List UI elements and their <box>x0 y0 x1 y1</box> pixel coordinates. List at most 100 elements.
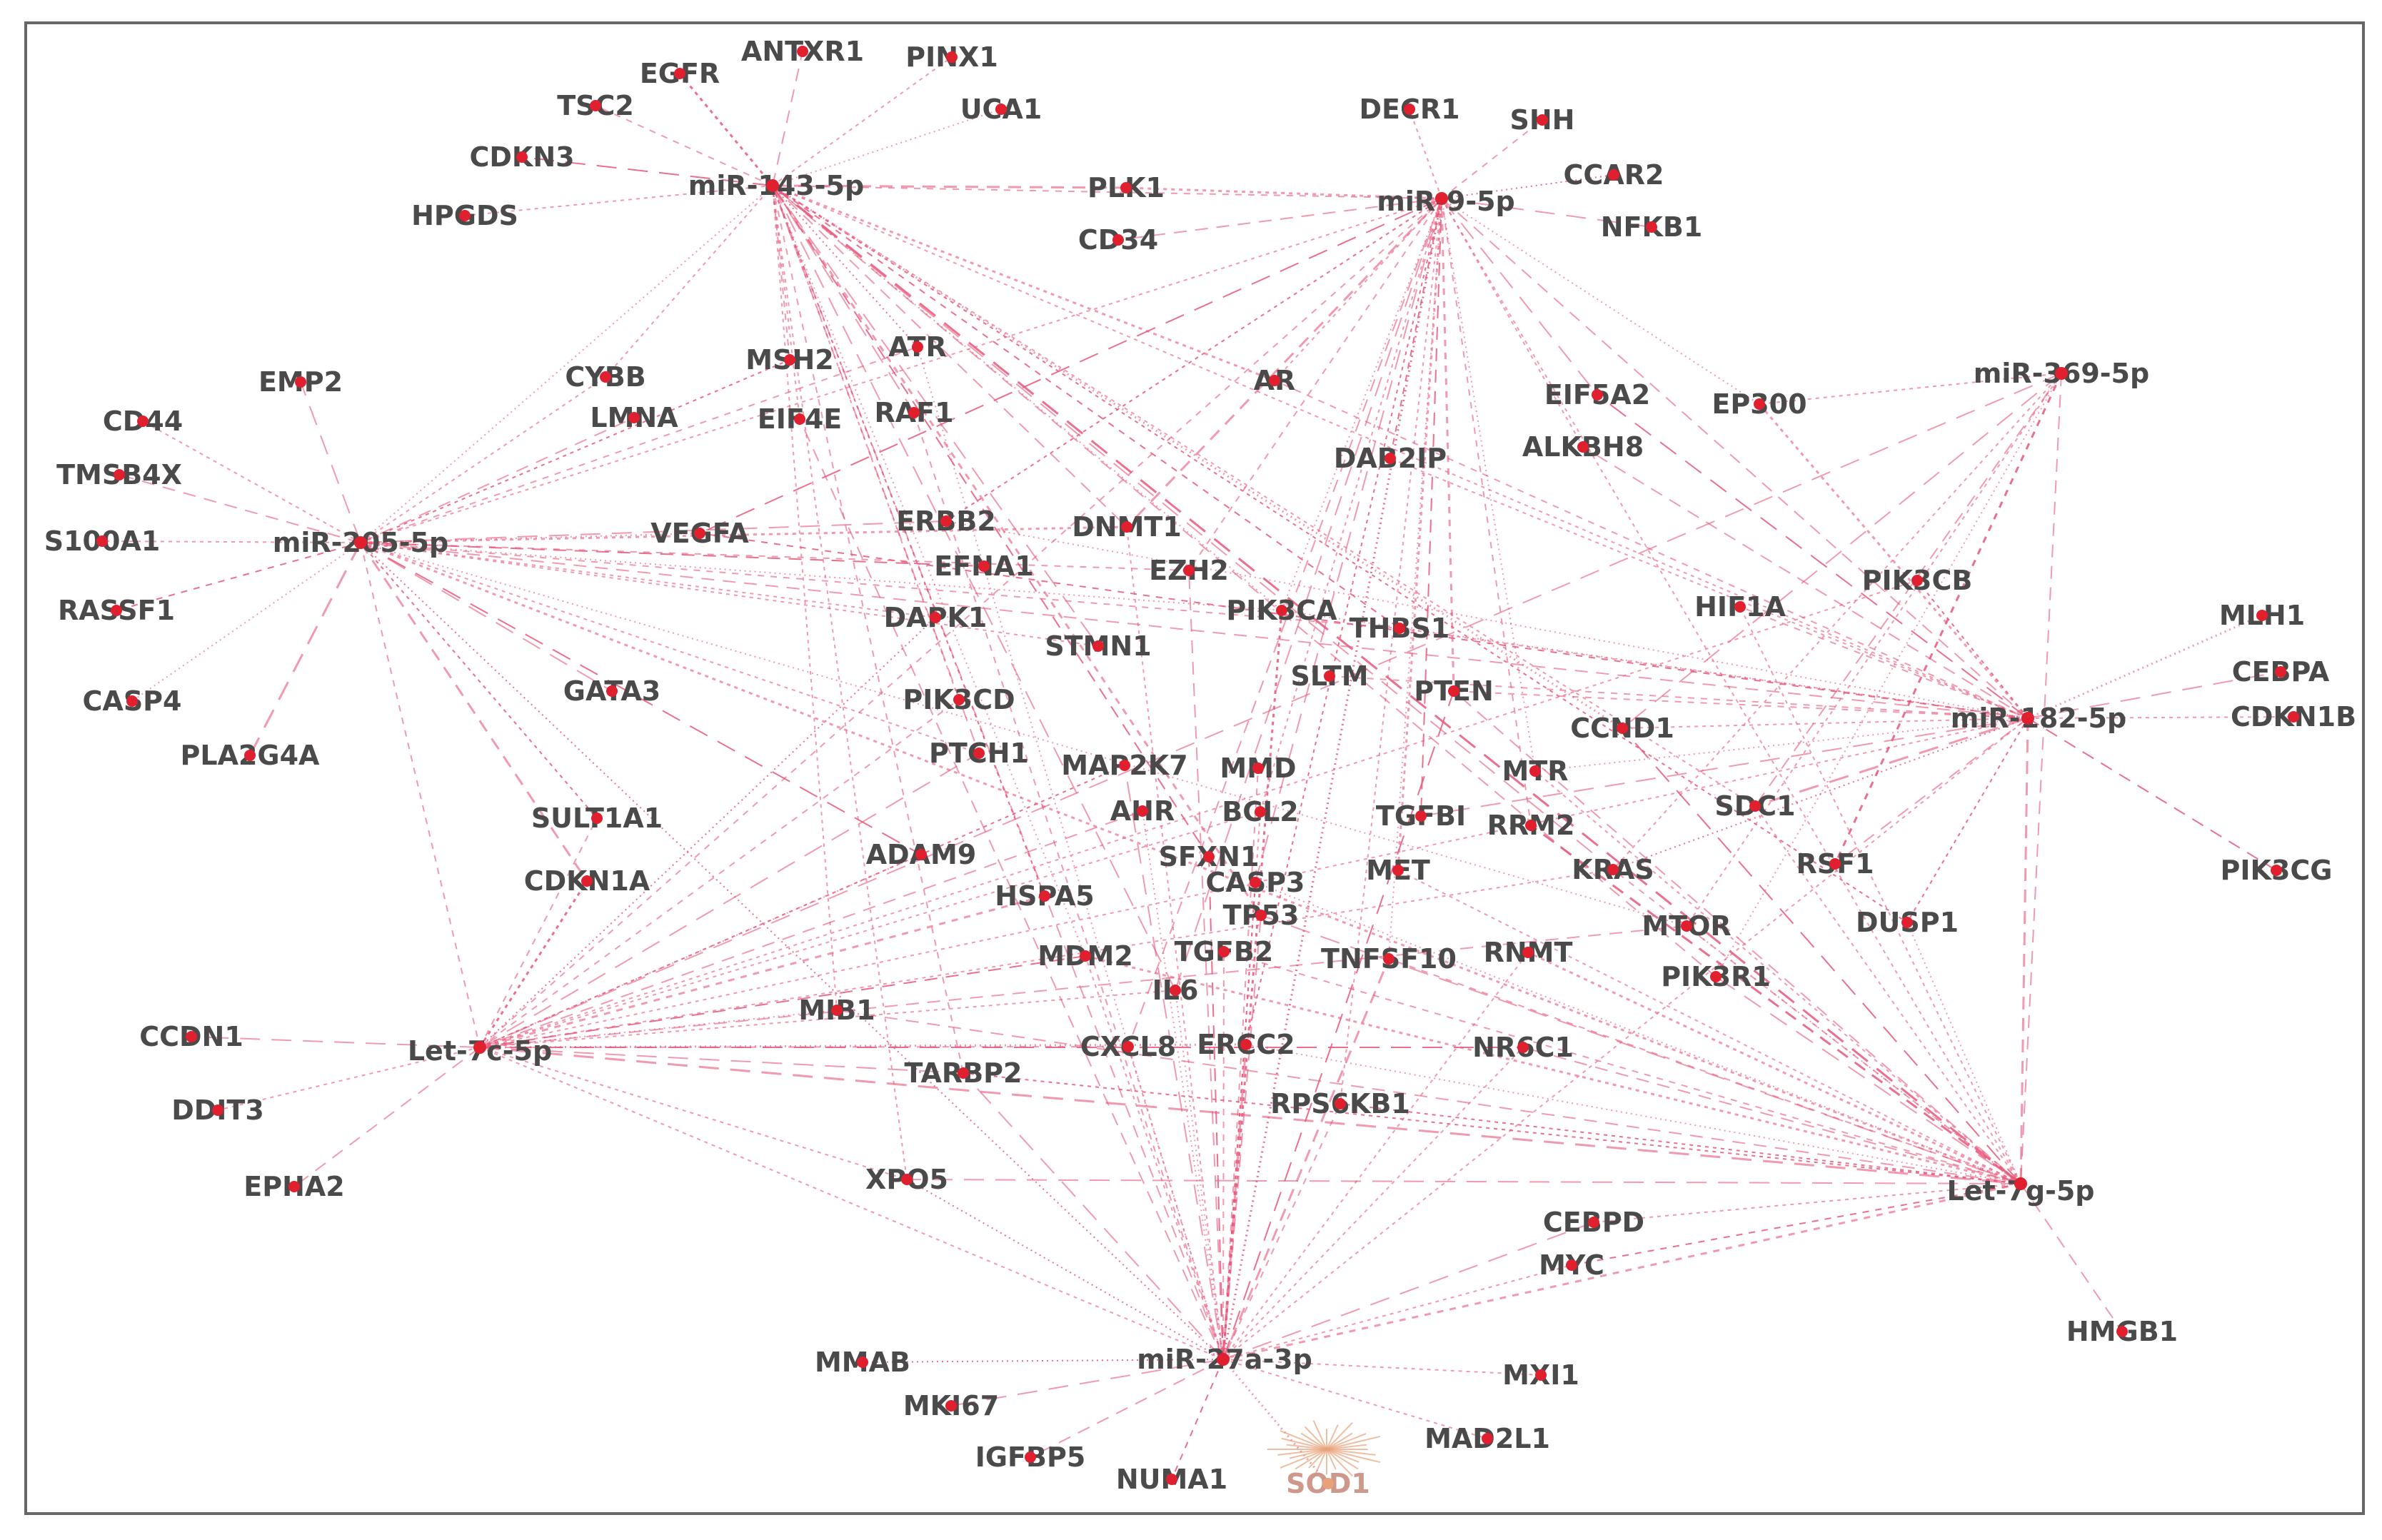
gene-node-nr6c1: NR6C1 <box>1472 1032 1574 1063</box>
edge-mir-143-5p-ar <box>772 184 1275 382</box>
edge-mir-143-5p-raf1 <box>772 185 915 413</box>
edge-mir-9-5p-rps6kb1 <box>1340 198 1442 1104</box>
edge-let-7c-5p-mir-27a-3p <box>479 1047 1224 1360</box>
gene-node-cdkn3: CDKN3 <box>469 141 574 173</box>
edge-mir-9-5p-pten <box>1440 198 1455 692</box>
edge-mir-9-5p-casp3 <box>1255 198 1442 883</box>
node-dot <box>831 1005 843 1016</box>
node-dot <box>945 1400 957 1411</box>
edge-mir-205-5p-ptch1 <box>360 542 980 754</box>
node-dot <box>978 560 990 572</box>
edge-mir-27a-3p-mmab <box>862 1359 1224 1363</box>
gene-node-kras: KRAS <box>1572 854 1654 885</box>
edge-mir-143-5p-uca1 <box>772 109 1002 186</box>
edge-let-7g-5p-pten <box>1453 690 2021 1184</box>
node-dot <box>674 68 685 79</box>
gene-node-hmgb1: HMGB1 <box>2066 1316 2178 1347</box>
node-layer: EGFRANTXR1PINX1TSC2UCA1CDKN3HPGDSPLK1CD3… <box>44 36 2356 1499</box>
node-dot <box>96 535 108 547</box>
edge-mir-9-5p-dab2ip <box>1390 198 1442 459</box>
node-dot <box>1617 723 1628 734</box>
gene-node-mmd: MMD <box>1220 753 1296 784</box>
edge-mir-205-5p-let-7g-5p <box>360 541 2021 1185</box>
edge-mir-143-5p-mir-9-5p <box>772 185 1442 199</box>
edge-mir-9-5p-tnfsf10 <box>1388 198 1442 960</box>
gene-node-raf1: RAF1 <box>874 397 953 428</box>
gene-node-tp53: TP53 <box>1223 900 1300 931</box>
edge-mir-205-5p-mtor <box>360 542 1687 927</box>
edge-mir-9-5p-mir-182-5p <box>1441 198 2029 719</box>
edge-mir-143-5p-dnmt1 <box>772 185 1127 528</box>
gene-node-sult1a1: SULT1A1 <box>531 802 663 834</box>
edge-mir-9-5p-eif5a2 <box>1441 198 1598 396</box>
gene-node-ccdn1: CCDN1 <box>139 1021 243 1052</box>
gene-node-pla2g4a: PLA2G4A <box>181 740 321 771</box>
edge-let-7g-5p-hif1a <box>1739 606 2021 1184</box>
sod1-burst-edge <box>1326 1449 1353 1477</box>
edge-mir-143-5p-ccnd1 <box>772 184 1623 730</box>
node-dot <box>111 605 122 616</box>
edge-mir-143-5p-pik3r1 <box>772 185 1717 977</box>
gene-node-rrm2: RRM2 <box>1487 810 1575 841</box>
node-dot <box>1681 920 1692 932</box>
edge-mir-369-5p-pik3r1 <box>1715 373 2062 977</box>
node-dot <box>1529 765 1541 777</box>
edge-mir-205-5p-casp4 <box>131 542 361 702</box>
node-dot <box>1218 946 1230 957</box>
node-dot <box>244 750 256 761</box>
gene-node-mlh1: MLH1 <box>2219 600 2305 631</box>
edge-mir-9-5p-ar <box>1274 198 1442 381</box>
gene-node-dab2ip: DAB2IP <box>1334 443 1447 474</box>
edge-mir-182-5p-let-7g-5p <box>2019 718 2029 1184</box>
node-dot <box>794 413 805 425</box>
gene-node-s100a1: S100A1 <box>44 525 161 557</box>
edge-mir-182-5p-rsf1 <box>1834 718 2029 865</box>
edge-mir-9-5p-cxcl8 <box>1127 198 1442 1047</box>
edge-mir-143-5p-xpo5 <box>772 185 908 1180</box>
edge-mir-9-5p-let-7c-5p <box>479 198 1442 1048</box>
edge-let-7g-5p-ercc2 <box>1245 1044 2021 1184</box>
edge-mir-182-5p-eif5a2 <box>1597 394 2029 719</box>
edge-mir-205-5p-gata3 <box>360 542 613 692</box>
gene-node-myc: MYC <box>1539 1249 1604 1281</box>
gene-node-ercc2: ERCC2 <box>1197 1029 1295 1060</box>
edge-mir-143-5p-mir-27a-3p <box>772 185 1224 1360</box>
edge-mir-27a-3p-eif4e <box>799 418 1224 1360</box>
edge-mir-205-5p-lmna <box>360 417 635 543</box>
edge-mir-143-5p-dusp1 <box>772 185 1908 923</box>
edge-let-7c-5p-ddit3 <box>217 1047 481 1111</box>
edge-mir-9-5p-ep300 <box>1441 198 1760 405</box>
edge-mir-27a-3p-ezh2 <box>1188 570 1224 1360</box>
edge-mir-143-5p-pinx1 <box>772 56 953 186</box>
edge-let-7g-5p-kras <box>1612 869 2021 1184</box>
node-dot <box>1911 575 1923 586</box>
node-dot <box>1394 623 1405 634</box>
node-dot <box>1754 398 1765 410</box>
node-dot <box>1646 221 1657 233</box>
gene-node-epha2: EPHA2 <box>243 1171 344 1202</box>
gene-node-cd44: CD44 <box>103 406 183 437</box>
edge-mir-205-5p-erbb2 <box>360 520 947 543</box>
edge-mir-182-5p-sltm <box>1329 675 2029 719</box>
sod1-burst-edge <box>1281 1437 1327 1450</box>
node-dot <box>600 371 611 383</box>
edge-mir-143-5p-let-7g-5p <box>772 184 2021 1185</box>
node-dot <box>1166 1474 1177 1485</box>
edge-let-7g-5p-rps6kb1 <box>1340 1103 2021 1184</box>
edge-mir-27a-3p-cxcl8 <box>1127 1046 1224 1360</box>
gene-node-lmna: LMNA <box>590 402 678 433</box>
node-dot <box>1577 441 1589 453</box>
node-dot <box>2055 367 2068 380</box>
edge-mir-182-5p-dusp1 <box>1906 718 2029 923</box>
edge-mir-205-5p-cd44 <box>142 421 361 543</box>
gene-node-mtor: MTOR <box>1642 910 1731 942</box>
gene-node-efna1: EFNA1 <box>934 550 1034 582</box>
node-dot <box>1392 865 1404 876</box>
edge-mir-205-5p-sult1a1 <box>360 542 598 819</box>
node-dot <box>2256 610 2268 621</box>
edge-mir-205-5p-adam9 <box>360 542 922 855</box>
node-dot <box>2021 712 2034 725</box>
edge-mir-27a-3p-atr <box>917 346 1224 1360</box>
edge-let-7g-5p-mib1 <box>836 1010 2021 1184</box>
node-dot <box>1482 1433 1493 1444</box>
